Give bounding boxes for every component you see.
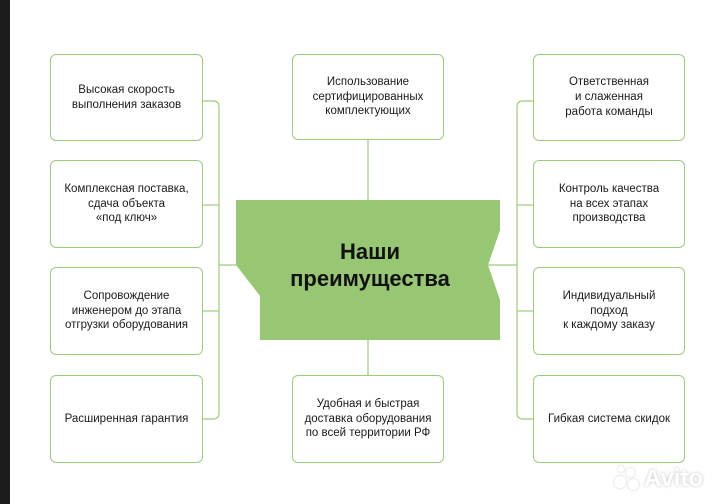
box-right-1: Ответственная и слаженная работа команды [533, 54, 685, 141]
box-bottom: Удобная и быстрая доставка оборудования … [292, 375, 444, 463]
left-edge-bar [0, 0, 10, 504]
box-left-3: Сопровождение инженером до этапа отгрузк… [50, 267, 203, 355]
box-top: Использование сертифицированных комплект… [292, 54, 444, 140]
avito-logo-icon [614, 466, 640, 492]
box-left-2: Комплексная поставка, сдача объекта «под… [50, 160, 203, 248]
right-bracket [488, 100, 533, 420]
avito-watermark-text: Avito [644, 465, 704, 492]
box-left-1: Высокая скорость выполнения заказов [50, 54, 203, 141]
box-left-4: Расширенная гарантия [50, 375, 203, 463]
box-right-3: Индивидуальный подход к каждому заказу [533, 267, 685, 355]
box-right-2: Контроль качества на всех этапах произво… [533, 160, 685, 248]
center-shape [236, 200, 500, 340]
avito-watermark: Avito [614, 465, 703, 493]
box-right-4: Гибкая система скидок [533, 375, 685, 463]
center-title: Наши преимущества [290, 238, 450, 292]
left-bracket [203, 100, 236, 420]
